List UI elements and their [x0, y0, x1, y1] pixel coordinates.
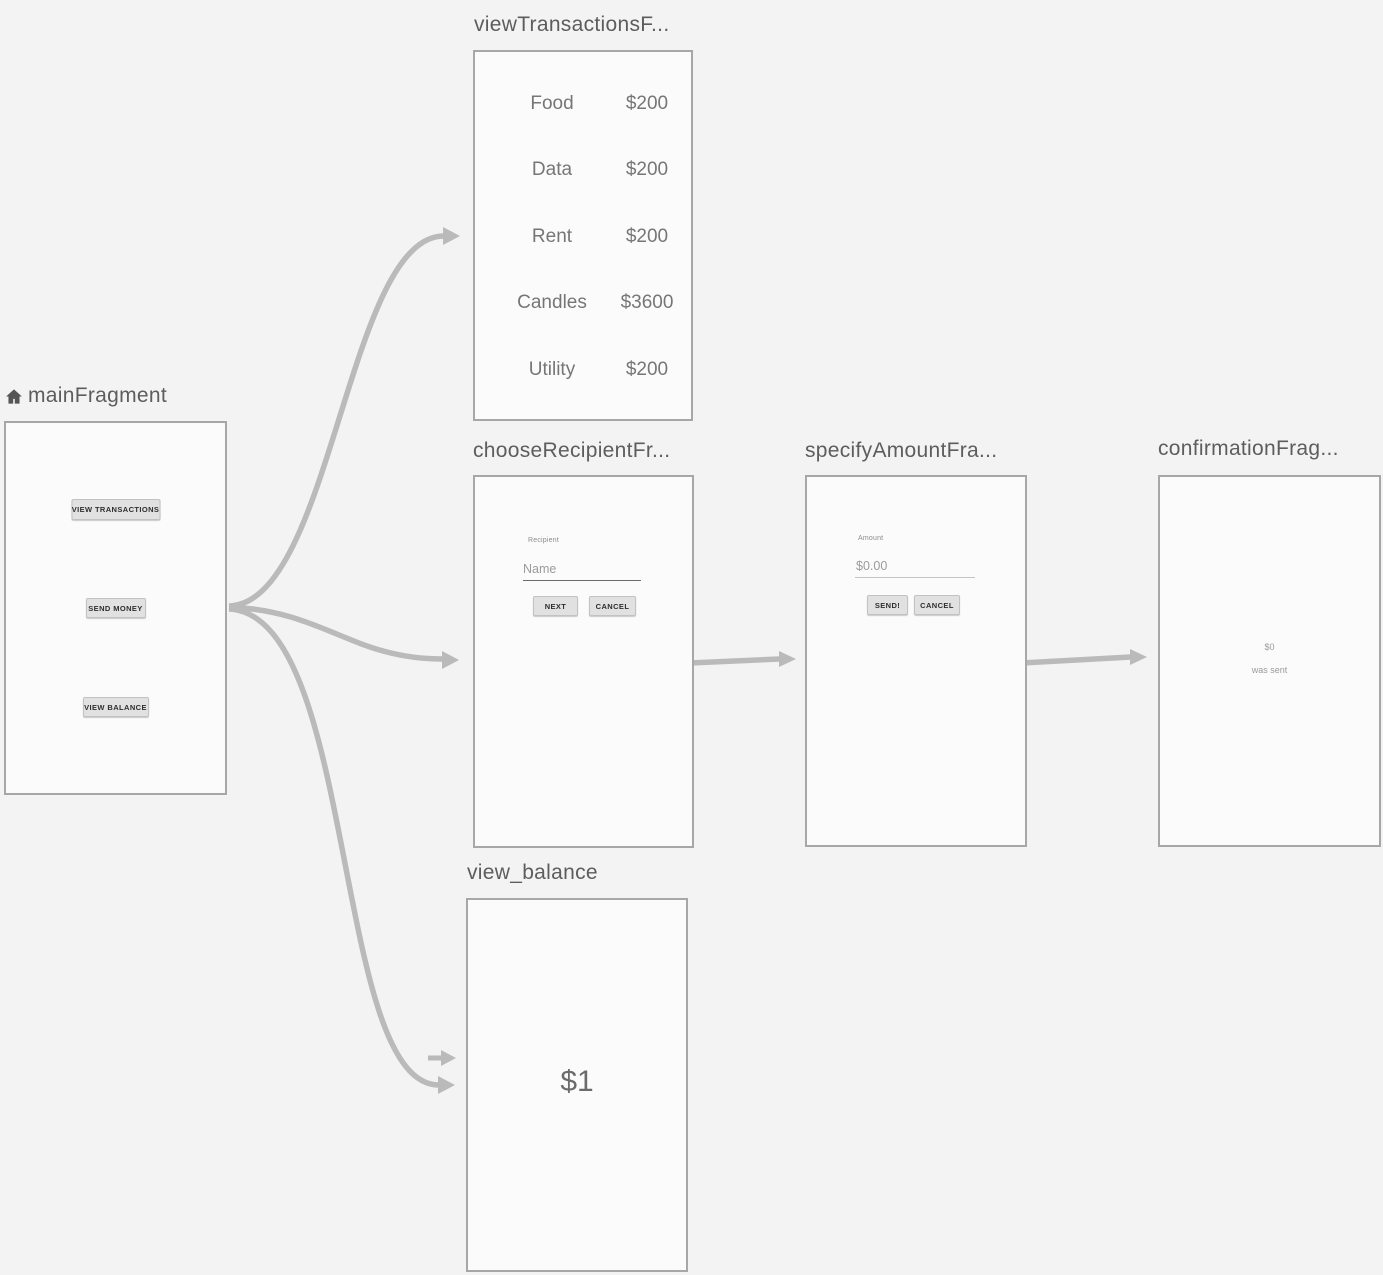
cancel-button: CANCEL [914, 595, 960, 615]
transaction-amount: $200 [625, 93, 669, 114]
next-button: NEXT [533, 596, 578, 616]
fragment-title-label: mainFragment [28, 384, 167, 407]
fragment-panel-main[interactable]: VIEW TRANSACTIONS SEND MONEY VIEW BALANC… [4, 421, 227, 795]
fragment-panel-specify-amount[interactable]: Amount $0.00 SEND! CANCEL [805, 475, 1027, 847]
confirmation-amount: $0 [1264, 642, 1275, 652]
fragment-title-label: confirmationFrag... [1158, 437, 1339, 460]
fragment-title-label: chooseRecipientFr... [473, 439, 671, 462]
fragment-title-label: specifyAmountFra... [805, 439, 998, 462]
transaction-row: Utility $200 [502, 359, 687, 381]
recipient-field-underline [523, 580, 641, 581]
action-arrow-main-to-view-transactions[interactable] [228, 227, 460, 609]
fragment-panel-choose-recipient[interactable]: Recipient Name NEXT CANCEL [473, 475, 694, 848]
view-balance-button: VIEW BALANCE [82, 697, 149, 717]
amount-field: $0.00 [856, 559, 888, 573]
transaction-row: Rent $200 [502, 226, 687, 248]
fragment-title-view-balance[interactable]: view_balance [467, 861, 598, 885]
balance-amount: $1 [560, 1065, 594, 1098]
transaction-label: Food [530, 93, 574, 114]
fragment-title-label: view_balance [467, 861, 598, 884]
transaction-label: Candles [517, 292, 587, 313]
cancel-button: CANCEL [589, 596, 636, 616]
fragment-title-label: viewTransactionsF... [474, 13, 670, 36]
send-money-button: SEND MONEY [85, 598, 146, 618]
fragment-panel-view-transactions[interactable]: Food $200 Data $200 Rent $200 Candles $3… [473, 50, 693, 421]
view-transactions-button: VIEW TRANSACTIONS [71, 499, 160, 520]
fragment-panel-confirmation[interactable]: $0 was sent [1158, 475, 1381, 847]
fragment-title-confirmation[interactable]: confirmationFrag... [1158, 437, 1339, 461]
fragment-title-view-transactions[interactable]: viewTransactionsF... [474, 13, 669, 37]
transaction-row: Candles $3600 [502, 292, 687, 314]
fragment-title-main[interactable]: mainFragment [4, 384, 167, 408]
recipient-field-label: Recipient [528, 537, 559, 544]
action-arrow-main-to-choose-recipient[interactable] [228, 604, 459, 669]
transaction-row: Food $200 [502, 93, 687, 115]
transaction-label: Data [531, 159, 573, 180]
action-arrow-specify-amount-to-confirmation[interactable] [1021, 649, 1147, 666]
amount-field-label: Amount [858, 535, 884, 542]
action-arrow-main-to-view-balance[interactable] [228, 606, 455, 1094]
fragment-panel-view-balance[interactable]: $1 [466, 898, 688, 1272]
transaction-label: Utility [528, 359, 576, 380]
action-arrow-choose-recipient-to-specify-amount[interactable] [689, 651, 796, 667]
amount-field-underline [855, 577, 975, 578]
fragment-title-specify-amount[interactable]: specifyAmountFra... [805, 439, 997, 463]
transaction-amount: $200 [625, 226, 669, 247]
fragment-title-choose-recipient[interactable]: chooseRecipientFr... [473, 439, 670, 463]
transaction-label: Rent [531, 226, 573, 247]
transaction-row: Data $200 [502, 159, 687, 181]
transaction-amount: $3600 [620, 292, 674, 313]
recipient-name-field: Name [523, 562, 557, 576]
home-icon [4, 387, 24, 406]
confirmation-message: was sent [1251, 665, 1288, 675]
transaction-amount: $200 [625, 359, 669, 380]
action-arrow-stub-to-view-balance[interactable] [428, 1050, 456, 1066]
send-button: SEND! [867, 595, 908, 615]
transaction-amount: $200 [625, 159, 669, 180]
